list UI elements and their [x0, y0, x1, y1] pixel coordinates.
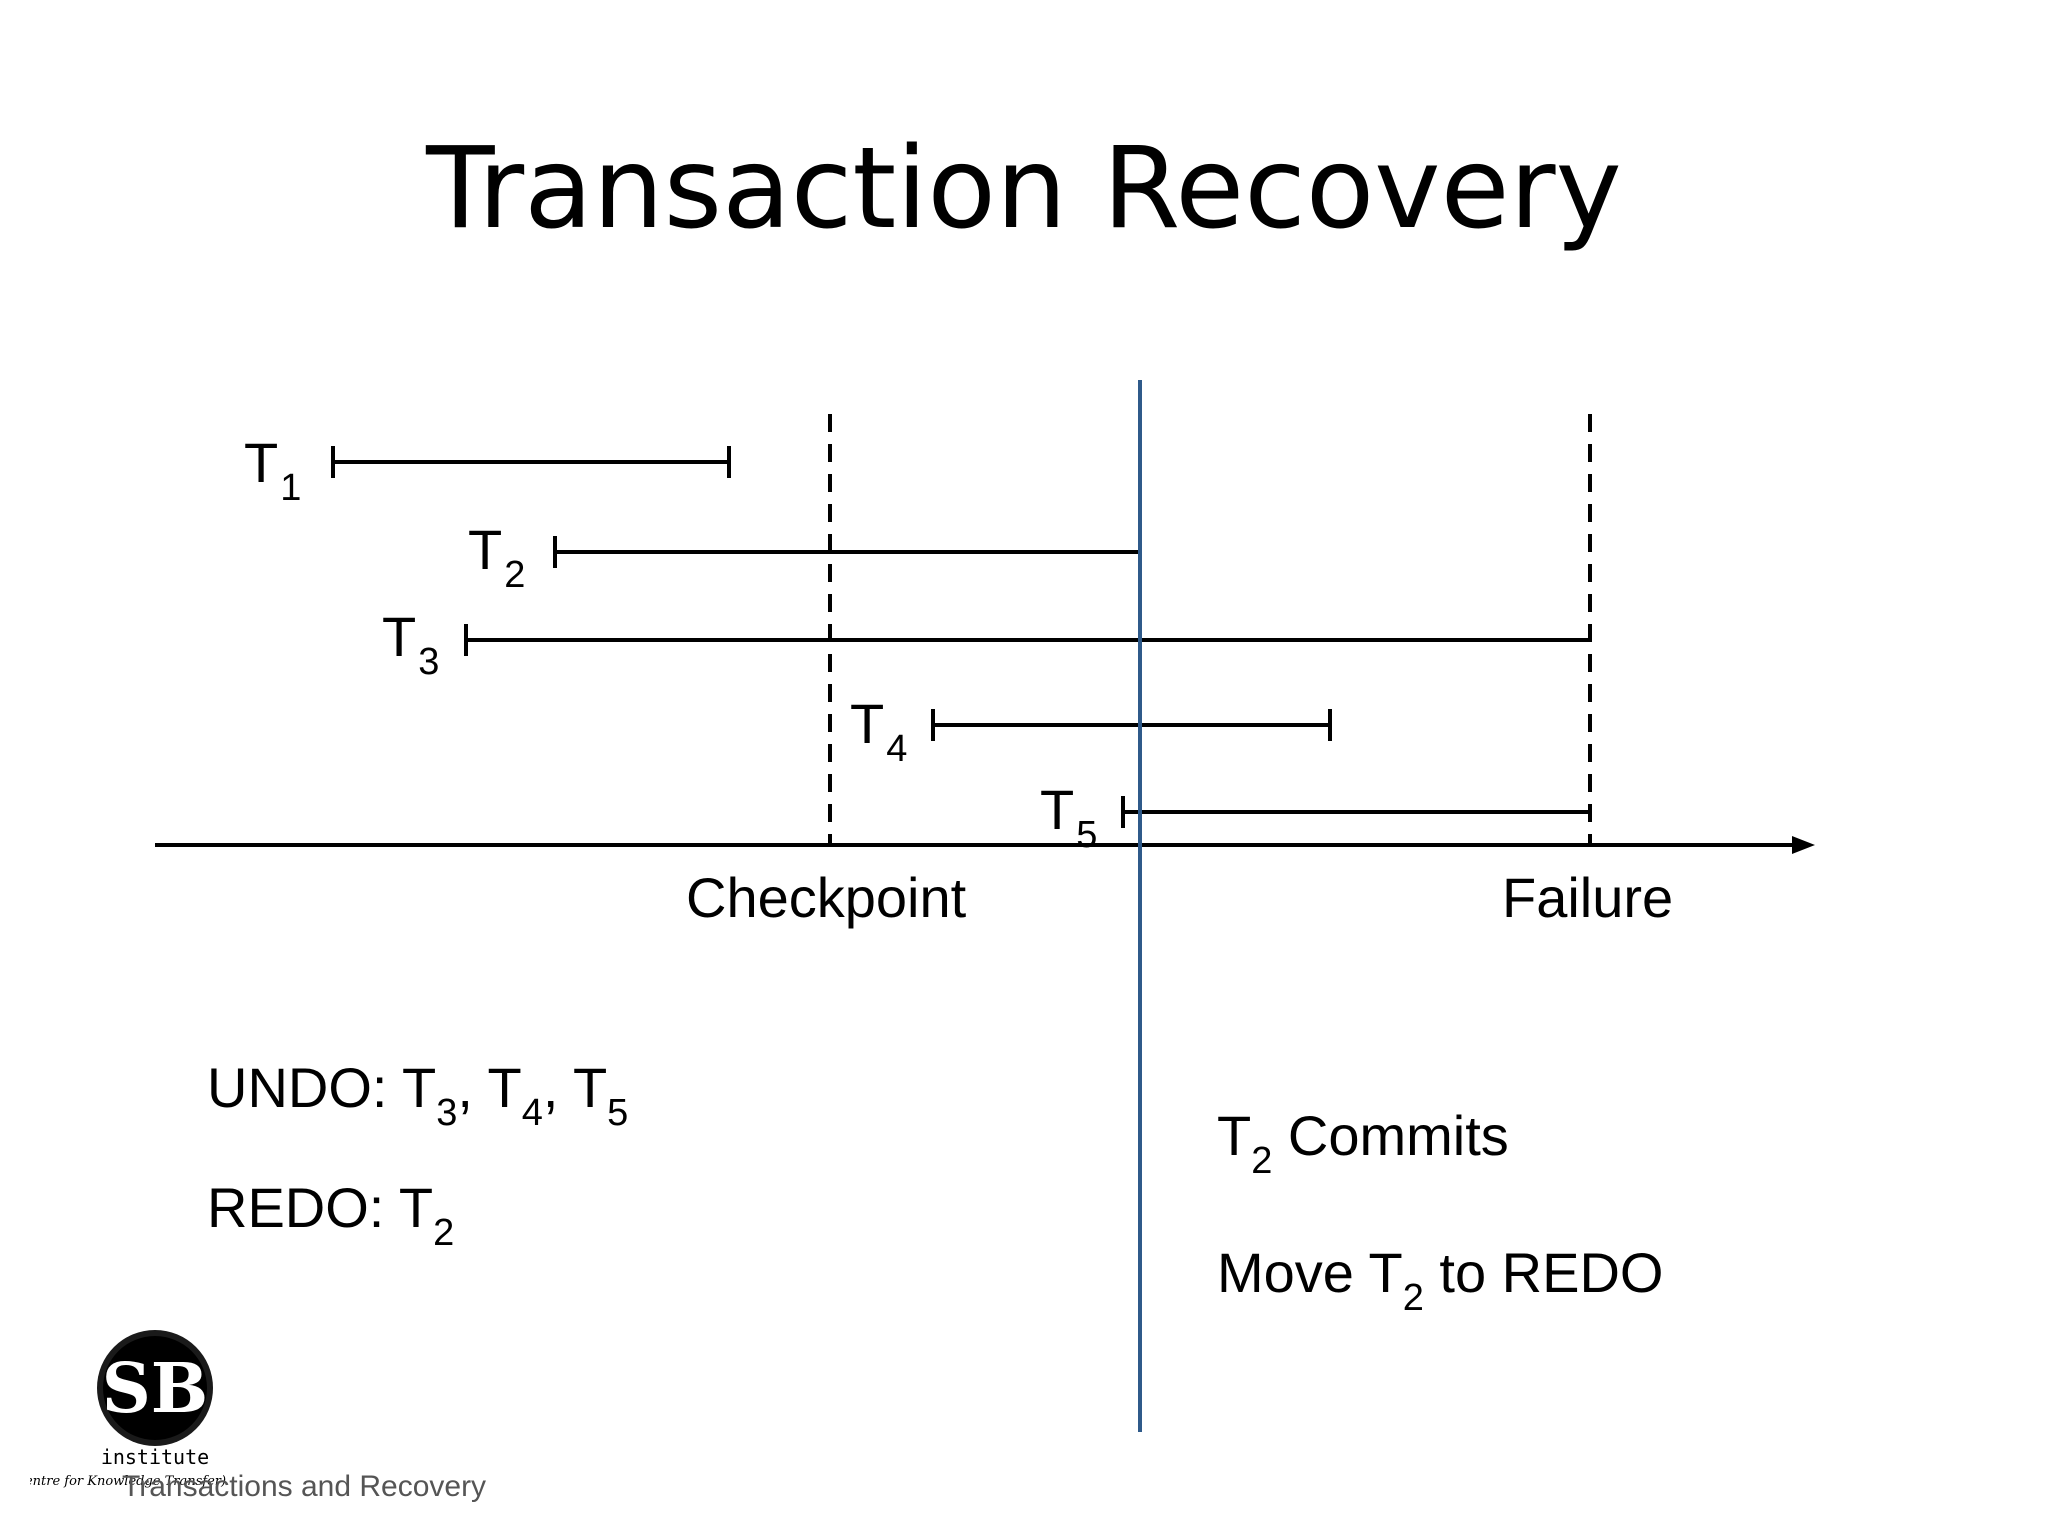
failure-label: Failure: [1502, 866, 1674, 929]
transaction-label-t4: T4: [850, 692, 908, 770]
transaction-label-t1: T1: [244, 431, 302, 509]
undo-list: UNDO: T3, T4, T5: [207, 1056, 629, 1134]
checkpoint-label: Checkpoint: [686, 866, 967, 929]
transaction-label-t3: T3: [382, 605, 440, 683]
svg-text:SB: SB: [102, 1349, 209, 1429]
transaction-bar-t4: [931, 709, 1332, 741]
move-to-redo-note: Move T2 to REDO: [1217, 1241, 1664, 1319]
transaction-bar-t3: [464, 624, 1590, 656]
transaction-label-t5: T5: [1040, 778, 1098, 856]
transaction-bar-t5: [1121, 796, 1590, 828]
svg-text:(Centre for Knowledge Transfer: (Centre for Knowledge Transfer): [30, 1474, 226, 1488]
transaction-bar-t2: [553, 536, 1140, 568]
transaction-bar-t1: [331, 446, 731, 478]
time-axis-arrow: [155, 836, 1815, 854]
commit-note: T2 Commits: [1217, 1104, 1509, 1182]
transaction-label-t2: T2: [468, 518, 526, 596]
redo-list: REDO: T2: [207, 1176, 455, 1254]
footer-text: Transactions and Recovery: [122, 1470, 487, 1503]
slide-title: Transaction Recovery: [426, 124, 1622, 254]
sb-institute-logo: SB institute (Centre for Knowledge Trans…: [30, 1330, 226, 1488]
svg-text:institute: institute: [101, 1445, 209, 1469]
